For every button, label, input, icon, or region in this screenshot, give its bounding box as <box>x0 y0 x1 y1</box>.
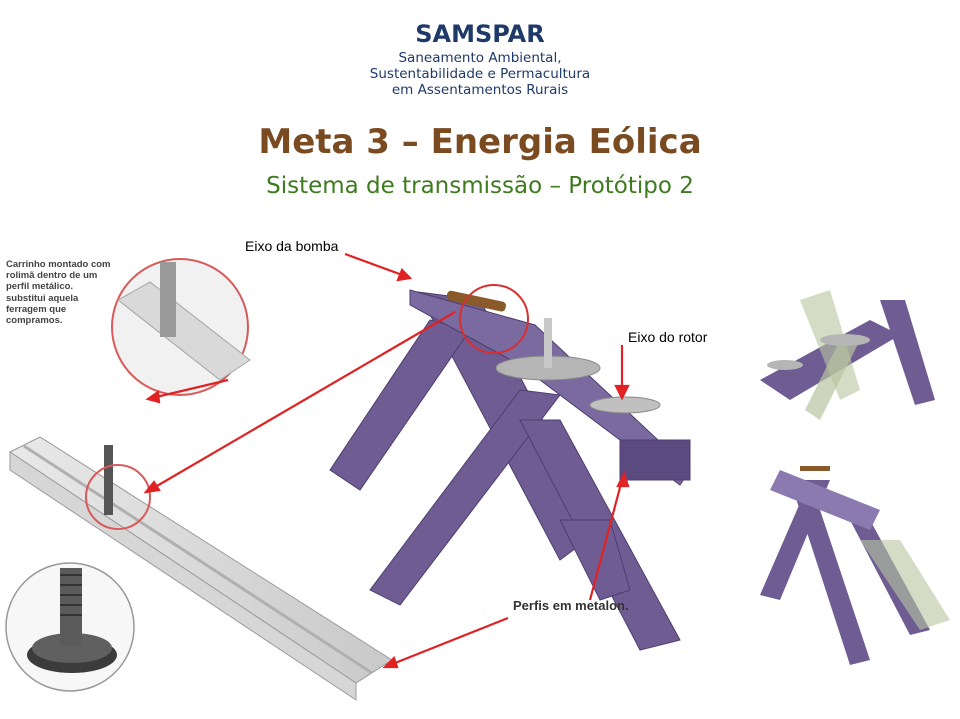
rail-carriage-highlight <box>85 464 151 530</box>
rotor-axis-label: Eixo do rotor <box>628 329 708 345</box>
slide-subtitle: Sistema de transmissão – Protótipo 2 <box>266 173 694 199</box>
isometric-view-side <box>760 466 950 665</box>
pump-axis-rod <box>446 290 506 312</box>
metal-profile-rail <box>9 436 393 701</box>
carriage-detail-view <box>111 258 251 396</box>
pump-axis-highlight <box>459 284 529 354</box>
brand-subtitle-line-3: em Assentamentos Rurais <box>391 82 569 98</box>
brand-subtitle-line-2: Sustentabilidade e Permacultura <box>369 66 591 82</box>
main-frame <box>329 289 691 651</box>
isometric-view-top <box>760 290 935 420</box>
brand-subtitle-line-1: Saneamento Ambiental, <box>398 50 562 66</box>
metal-profile-label: Perfis em metalon. <box>513 598 629 613</box>
brand-title: SAMSPAR <box>415 20 545 48</box>
annotation-arrows <box>143 252 630 669</box>
gear-wheels <box>495 318 661 414</box>
slide-title: Meta 3 – Energia Eólica <box>258 122 702 162</box>
carriage-note: Carrinho montado com rolimã dentro de um… <box>6 259 111 327</box>
pump-axis-label: Eixo da bomba <box>245 238 339 254</box>
bolt-bearing-detail <box>5 562 135 692</box>
